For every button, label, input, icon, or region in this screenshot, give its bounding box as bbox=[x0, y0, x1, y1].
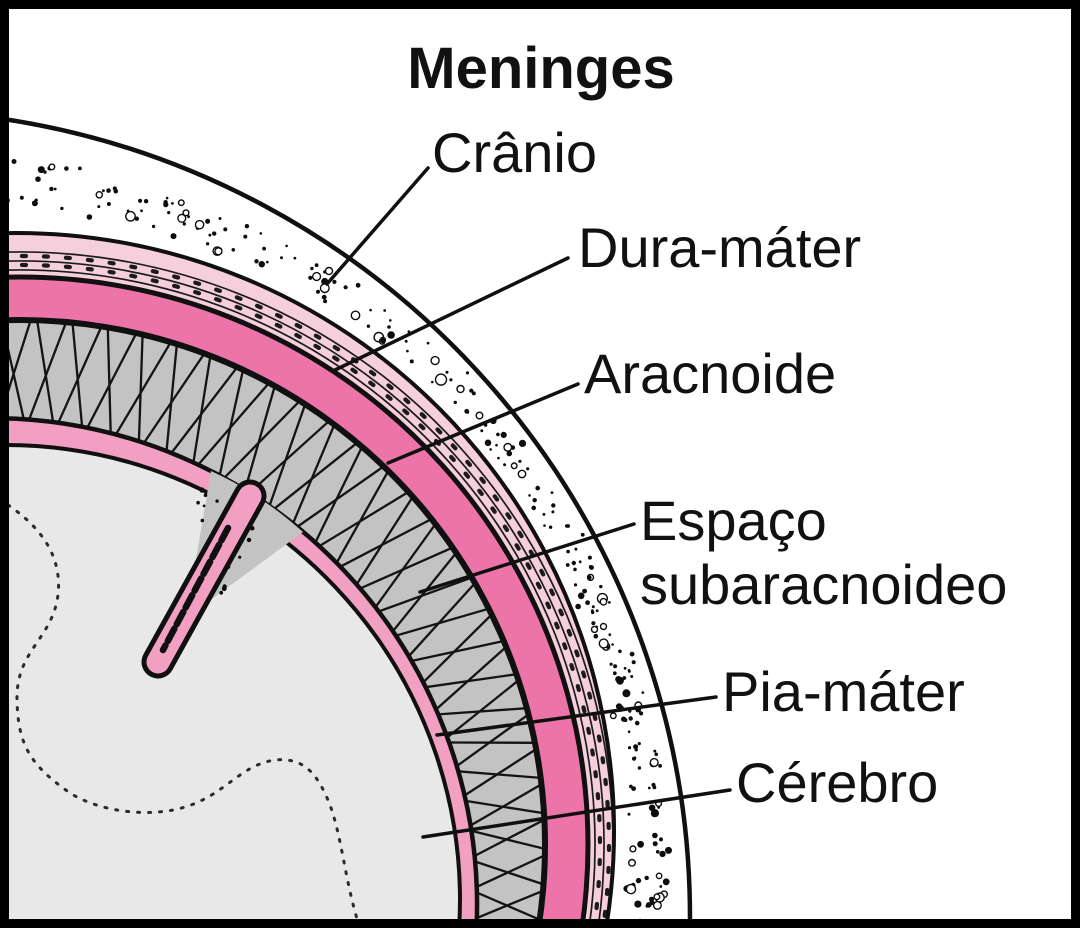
leader-lines bbox=[325, 166, 732, 839]
pia-outer-line bbox=[0, 415, 480, 928]
label-espaco-line1: Espaço bbox=[640, 489, 827, 552]
skull-band bbox=[0, 118, 690, 928]
label-espaco-line2: subaracnoideo bbox=[640, 553, 1007, 616]
leader-dura-mater bbox=[333, 256, 570, 372]
arachnoid-inner-line bbox=[0, 317, 548, 928]
dura-inner-line bbox=[0, 274, 591, 928]
skull-outer-line bbox=[0, 116, 693, 928]
label-dura-mater: Dura-máter bbox=[578, 216, 861, 279]
leader-espaco-subaracnoideo bbox=[418, 522, 636, 594]
label-pia-mater: Pia-máter bbox=[722, 660, 965, 723]
brain-dotted-contour bbox=[6, 503, 360, 924]
labels: Meninges Crânio Dura-máter Aracnoide Esp… bbox=[407, 36, 1007, 814]
skull-speckles bbox=[1, 159, 673, 922]
arachnoid-trabeculae bbox=[0, 320, 545, 921]
pia-inner-line bbox=[0, 442, 462, 928]
label-cerebro: Cérebro bbox=[736, 751, 938, 814]
label-aracnoide: Aracnoide bbox=[584, 342, 836, 405]
brain-cerebro bbox=[0, 444, 460, 928]
leader-pia-mater bbox=[435, 695, 718, 737]
sulcus-fold bbox=[141, 471, 303, 679]
leader-aracnoide bbox=[386, 382, 580, 465]
dura-lamination-lines bbox=[0, 251, 614, 928]
skull-inner-line bbox=[0, 231, 617, 928]
label-cranio: Crânio bbox=[432, 121, 597, 184]
leader-cerebro bbox=[421, 788, 732, 839]
leader-cranio bbox=[325, 166, 430, 286]
diagram-title: Meninges bbox=[407, 36, 675, 101]
